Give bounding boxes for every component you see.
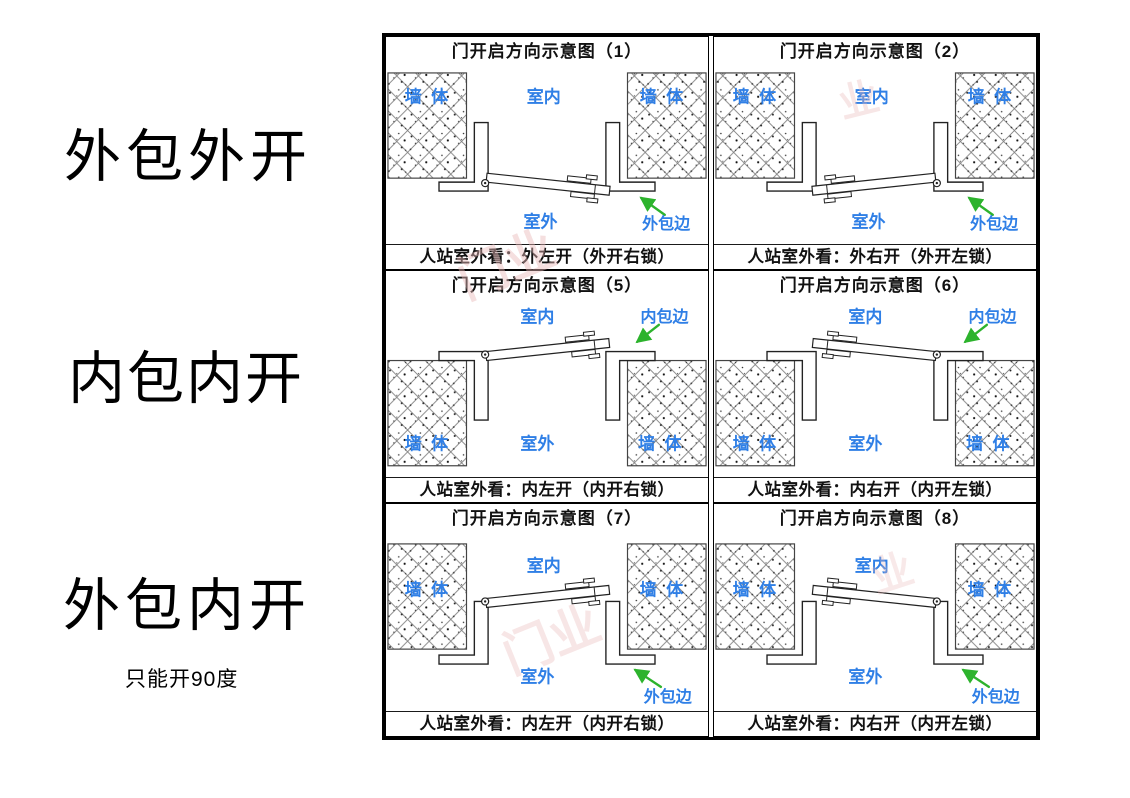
wall-label: 墙体 (404, 580, 458, 600)
door-plan-drawing (387, 323, 707, 467)
outdoor-label: 室外 (851, 212, 886, 232)
panel-8: 门开启方向示意图（8） 墙体 墙体 室内 室外 外包边 人站室外看：内右开（内开… (713, 503, 1037, 737)
wall-label: 墙体 (732, 580, 786, 600)
indoor-label: 室内 (520, 307, 555, 327)
outdoor-label: 室外 (523, 212, 558, 232)
panel-2: 门开启方向示意图（2） 墙体 墙体 室内 室外 外包边 人站室外看：外右开（外开… (713, 36, 1037, 270)
panel-diagram: 墙体 墙体 室内 室外 外包边 (714, 532, 1036, 711)
panel-title: 门开启方向示意图（6） (779, 275, 971, 295)
edge-label: 外包边 (643, 688, 692, 706)
door-diagram-grid: 门开启方向示意图（1） 墙体 墙体 室内 室外 外包边 人站室外看：外左开（外开… (382, 33, 1040, 740)
panel-diagram: 墙体 墙体 室内 室外 外包边 (386, 532, 708, 711)
outdoor-label: 室外 (520, 667, 555, 687)
panel-caption: 人站室外看：外右开（外开左锁） (714, 243, 1036, 269)
panel-6: 门开启方向示意图（6） 墙体 墙体 室内 室外 内包边 人站室外看：内右开（内开… (713, 269, 1037, 504)
edge-arrow-icon (639, 196, 666, 217)
wall-label: 墙体 (404, 87, 458, 107)
door-plan-drawing (715, 543, 1035, 689)
panel-caption: 人站室外看：内左开（内开右锁） (386, 711, 708, 736)
wall-label: 墙体 (639, 580, 693, 600)
indoor-label: 室内 (854, 87, 889, 107)
door-plan-drawing (715, 72, 1035, 217)
panel-title: 门开启方向示意图（2） (779, 42, 971, 61)
side-note-90-degrees: 只能开90度 (125, 668, 239, 691)
edge-arrow-icon (635, 323, 661, 343)
panel-diagram: 墙体 墙体 室内 室外 内包边 (714, 299, 1036, 478)
panel-diagram: 墙体 墙体 室内 室外 外包边 (714, 65, 1036, 244)
edge-label: 外包边 (642, 216, 691, 234)
outdoor-label: 室外 (520, 434, 555, 454)
wall-label: 墙体 (639, 87, 693, 107)
edge-arrow-icon (961, 669, 991, 689)
panel-7: 门开启方向示意图（7） 墙体 墙体 室内 室外 外包边 人站室外看：内左开（内开… (385, 503, 709, 737)
side-label-inner-wrap-inward: 内包内开 (68, 347, 304, 411)
panel-caption: 人站室外看：外左开（外开右锁） (386, 243, 708, 269)
wall-label: 墙体 (967, 87, 1021, 107)
wall-label: 墙体 (732, 87, 786, 107)
wall-label: 墙体 (966, 434, 1019, 454)
wall-label: 墙体 (404, 434, 458, 454)
edge-arrow-icon (967, 196, 994, 217)
door-plan-drawing (715, 323, 1035, 467)
indoor-label: 室内 (854, 556, 889, 576)
panel-diagram: 墙体 墙体 室内 室外 外包边 (386, 65, 708, 244)
panel-title: 门开启方向示意图（7） (451, 509, 643, 529)
indoor-label: 室内 (848, 307, 883, 327)
edge-label: 内包边 (968, 308, 1017, 326)
door-plan-drawing (387, 72, 707, 217)
panel-title: 门开启方向示意图（8） (779, 509, 971, 529)
edge-label: 内包边 (640, 308, 689, 326)
edge-label: 外包边 (971, 688, 1020, 706)
side-label-outer-wrap-inward: 外包内开 (63, 574, 311, 638)
side-label-outer-wrap-outward: 外包外开 (64, 125, 312, 189)
outdoor-label: 室外 (848, 667, 883, 687)
panel-title: 门开启方向示意图（5） (451, 275, 643, 295)
panel-caption: 人站室外看：内左开（内开右锁） (386, 477, 708, 502)
indoor-label: 室内 (526, 87, 561, 107)
panel-caption: 人站室外看：内右开（内开左锁） (714, 477, 1036, 502)
panel-5: 门开启方向示意图（5） 墙体 墙体 室内 室外 内包边 人站室外看：内左开（内开… (385, 269, 709, 504)
edge-label: 外包边 (970, 216, 1019, 234)
wall-label: 墙体 (638, 434, 691, 454)
panel-1: 门开启方向示意图（1） 墙体 墙体 室内 室外 外包边 人站室外看：外左开（外开… (385, 36, 709, 270)
door-plan-drawing (387, 543, 707, 689)
edge-arrow-icon (963, 323, 989, 343)
wall-label: 墙体 (967, 580, 1021, 600)
wall-label: 墙体 (732, 434, 786, 454)
edge-arrow-icon (633, 669, 663, 689)
indoor-label: 室内 (526, 556, 561, 576)
panel-title: 门开启方向示意图（1） (451, 42, 643, 61)
outdoor-label: 室外 (848, 434, 883, 454)
panel-caption: 人站室外看：内右开（内开左锁） (714, 711, 1036, 736)
panel-diagram: 墙体 墙体 室内 室外 内包边 (386, 299, 708, 478)
